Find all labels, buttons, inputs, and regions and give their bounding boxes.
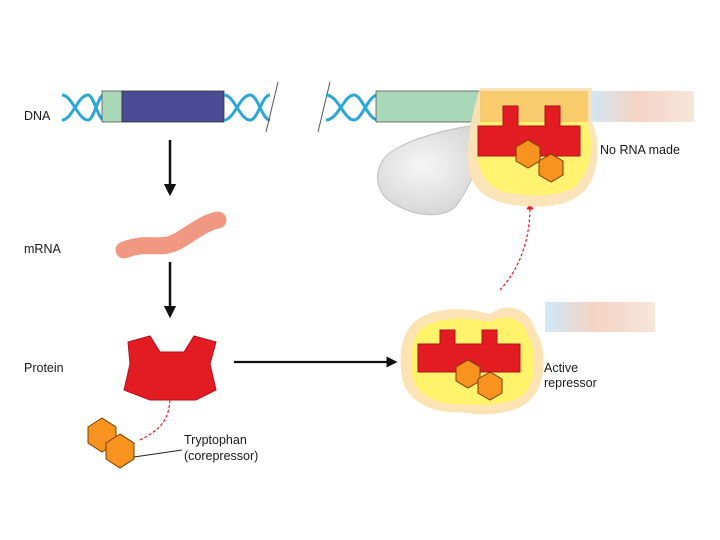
right-dna-break-mark — [317, 81, 331, 133]
active-repressor-complex — [400, 307, 544, 415]
left-dna-helix-end — [223, 93, 271, 122]
bound-tryptophan-hexagon-2 — [477, 371, 503, 401]
corepressor-binding-arrow — [139, 392, 174, 441]
right-dna — [317, 81, 694, 133]
bound-repressor-hexagon-1 — [515, 139, 541, 169]
bound-repressor-hexagon-2 — [538, 153, 564, 183]
mrna-label: mRNA — [24, 242, 61, 256]
bound-tryptophan-hexagon-1 — [455, 359, 481, 389]
dna-label: DNA — [24, 109, 51, 123]
left-dna-helix-start — [61, 93, 105, 122]
active-repressor-protein — [417, 329, 521, 373]
tryptophan-label-line1: Tryptophan — [184, 433, 247, 447]
gene-fragment — [545, 302, 655, 332]
left-dna-break-mark — [265, 81, 279, 133]
tryptophan-label-line2: (corepressor) — [184, 449, 259, 463]
tryptophan-hexagon-2 — [105, 433, 135, 469]
protein-label: Protein — [24, 361, 64, 375]
bound-repressor-complex — [467, 88, 598, 207]
left-dna-gene — [121, 90, 225, 123]
bound-repressor-protein — [477, 105, 581, 157]
mrna-strand — [115, 211, 227, 259]
active-repressor-label-line2: repressor — [544, 376, 597, 390]
right-dna-operator — [375, 90, 485, 123]
left-dna — [61, 81, 279, 133]
tryptophan-leader-line — [133, 449, 183, 458]
inactive-repressor-protein — [123, 335, 217, 401]
active-repressor-label-line1: Active — [544, 361, 579, 375]
operator-overlap — [480, 91, 588, 122]
left-dna-operator — [101, 90, 123, 123]
no-rna-made-label: No RNA made — [600, 143, 680, 157]
right-dna-helix — [325, 93, 379, 122]
right-dna-gene — [588, 91, 694, 122]
operator-binding-arrow — [499, 202, 534, 291]
tryptophan-molecule — [87, 417, 135, 469]
